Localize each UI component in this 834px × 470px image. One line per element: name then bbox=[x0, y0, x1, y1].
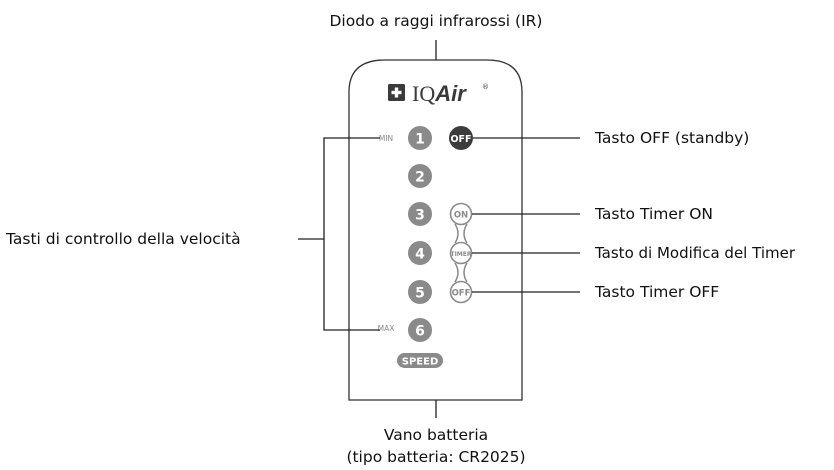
min-label: MIN bbox=[379, 134, 393, 143]
timer-link-bottom bbox=[454, 262, 468, 283]
battery-label-line2: (tipo batteria: CR2025) bbox=[346, 448, 526, 466]
remote-body bbox=[348, 59, 523, 401]
speed-button-3[interactable]: 3 bbox=[408, 202, 432, 226]
speed-button-5[interactable]: 5 bbox=[408, 280, 432, 304]
speed-keys-label: Tasti di controllo della velocità bbox=[6, 230, 241, 248]
timer-off-label: Tasto Timer OFF bbox=[595, 283, 720, 301]
timer-edit-button[interactable]: TIMER bbox=[449, 241, 473, 265]
ir-diode-label: Diodo a raggi infrarossi (IR) bbox=[329, 12, 543, 30]
off-key-label: Tasto OFF (standby) bbox=[595, 129, 750, 147]
timer-off-button[interactable]: OFF bbox=[449, 280, 473, 304]
speed-button-6[interactable]: 6 bbox=[408, 318, 432, 342]
svg-text:OFF: OFF bbox=[452, 289, 471, 299]
svg-text:1: 1 bbox=[415, 132, 425, 148]
svg-text:TIMER: TIMER bbox=[450, 251, 471, 258]
timer-on-button[interactable]: ON bbox=[449, 202, 473, 226]
svg-text:ON: ON bbox=[454, 211, 468, 221]
svg-text:6: 6 bbox=[415, 324, 425, 340]
svg-text:SPEED: SPEED bbox=[402, 357, 439, 368]
off-standby-button[interactable]: OFF bbox=[449, 126, 473, 150]
logo-text: IQAir bbox=[412, 81, 467, 106]
speed-badge: SPEED bbox=[397, 353, 443, 368]
battery-label-line1: Vano batteria bbox=[383, 426, 489, 444]
svg-text:5: 5 bbox=[415, 286, 425, 302]
max-label: MAX bbox=[378, 324, 395, 333]
iqair-logo: IQAir ® bbox=[388, 81, 489, 106]
timer-on-label: Tasto Timer ON bbox=[595, 205, 713, 223]
speed-button-4[interactable]: 4 bbox=[408, 241, 432, 265]
speed-button-1[interactable]: 1 bbox=[408, 126, 432, 150]
svg-text:2: 2 bbox=[415, 170, 425, 186]
speed-keys-bracket bbox=[323, 137, 380, 331]
timer-edit-label: Tasto di Modifica del Timer bbox=[595, 244, 795, 262]
svg-text:OFF: OFF bbox=[450, 134, 471, 145]
registered-mark: ® bbox=[482, 83, 489, 91]
svg-text:3: 3 bbox=[415, 208, 425, 224]
timer-link-top bbox=[454, 223, 468, 244]
speed-button-2[interactable]: 2 bbox=[408, 164, 432, 188]
svg-text:4: 4 bbox=[415, 247, 425, 263]
